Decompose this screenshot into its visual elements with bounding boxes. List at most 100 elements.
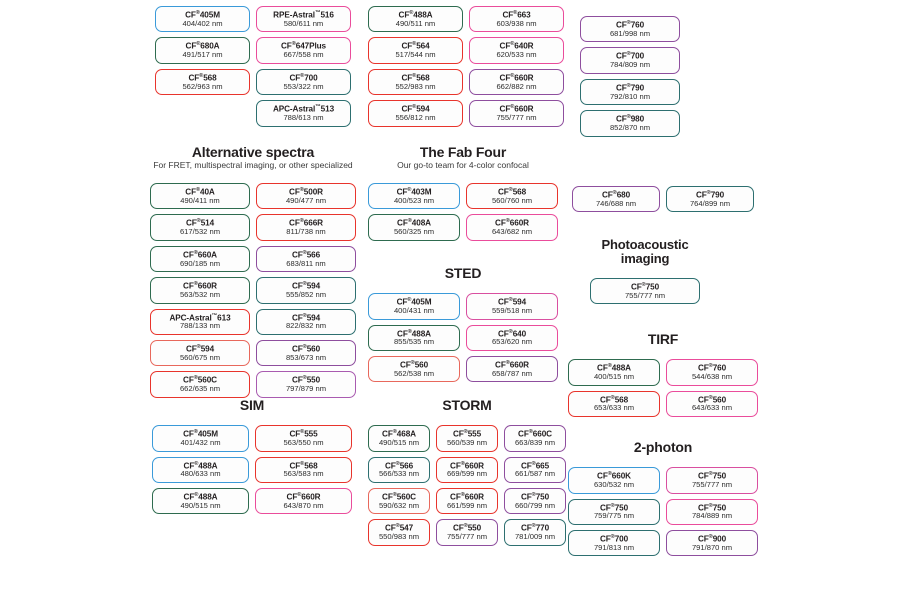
dye-wavelengths: 400/523 nm	[393, 195, 435, 205]
dye-name: CF®550	[291, 375, 321, 386]
dye-wavelengths: 797/879 nm	[285, 384, 327, 394]
group-heading-alternative-spectra: Alternative spectra	[191, 144, 315, 160]
dye-wavelengths: 764/899 nm	[689, 198, 731, 208]
dye-wavelengths: 784/889 nm	[691, 511, 733, 521]
dye-wavelengths: 400/431 nm	[393, 306, 435, 316]
dye-wavelengths: 658/787 nm	[491, 368, 533, 378]
dye-wavelengths: 853/673 nm	[285, 352, 327, 362]
dye-name: CF®647Plus	[280, 41, 326, 52]
dye-name: CF®980	[615, 114, 645, 124]
dye-name: CF®560	[399, 359, 429, 370]
dye-wavelengths: 562/538 nm	[393, 368, 435, 378]
dye-wavelengths: 784/809 nm	[609, 60, 651, 70]
dye-wavelengths: 662/635 nm	[179, 384, 221, 394]
dye-wavelengths: 643/682 nm	[491, 227, 533, 237]
dye-name: CF®663	[502, 10, 531, 20]
dye-name: CF®547	[384, 523, 414, 534]
dye-name: CF®750	[697, 502, 727, 513]
dye-wavelengths: 661/599 nm	[446, 500, 488, 510]
dye-name: CF®568	[188, 72, 217, 83]
dye-name: CF®700	[599, 533, 629, 544]
